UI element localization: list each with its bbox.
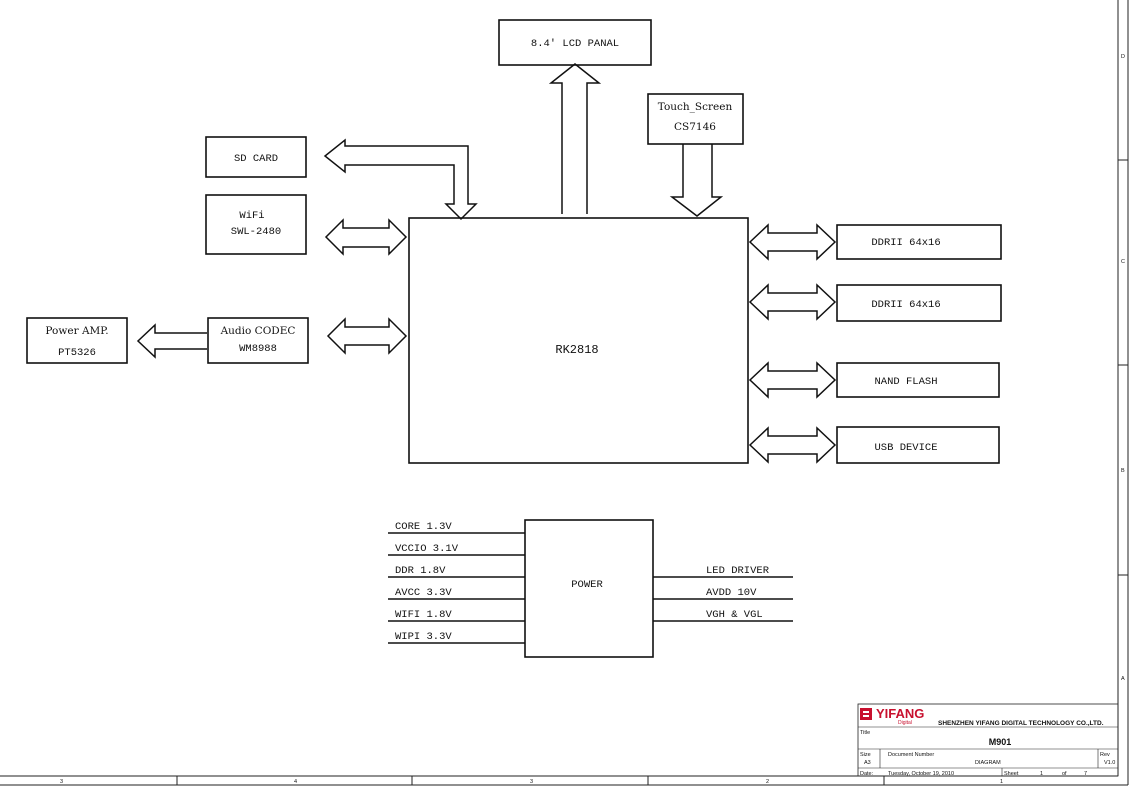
nand-flash-label: NAND FLASH — [874, 376, 937, 388]
lcd-panel-block: 8.4' LCD PANAL — [498, 19, 652, 66]
power-block: POWER CORE 1.3V VCCIO 3.1V DDR 1.8V AVCC… — [388, 519, 793, 658]
sheet-total: 7 — [1084, 771, 1087, 777]
cpu-nand-arrow — [748, 361, 837, 399]
zone-label-right: D — [1121, 54, 1125, 60]
drawing-frame: 3 4 3 2 1 D C B A — [0, 0, 1129, 786]
audio-codec-block: Audio CODEC WM8988 — [207, 317, 309, 364]
drawing-title: M901 — [989, 737, 1012, 747]
usb-device-label: USB DEVICE — [874, 442, 937, 454]
zone-label-right: C — [1121, 259, 1125, 265]
bus-arrows — [136, 63, 837, 464]
zone-label-right: B — [1121, 468, 1125, 474]
company-name: SHENZHEN YIFANG DIGITAL TECHNOLOGY CO.,L… — [938, 720, 1104, 727]
cpu-to-lcd-arrow — [548, 63, 602, 214]
nand-flash-block: NAND FLASH — [836, 362, 1000, 398]
ddr-label-1: DDRII 64x16 — [871, 237, 940, 249]
ddr-label-2: DDRII 64x16 — [871, 299, 940, 311]
zone-label-bottom: 3 — [530, 779, 533, 785]
logo-subtitle: Digital — [898, 720, 912, 726]
zone-label-right: A — [1121, 676, 1125, 682]
cpu-ddr1-arrow — [748, 223, 837, 261]
ddr-block-2: DDRII 64x16 — [836, 284, 1002, 322]
cpu-label: RK2818 — [555, 343, 598, 357]
power-output-label: AVDD 10V — [706, 587, 757, 599]
power-amp-block: Power AMP. PT5326 — [26, 317, 128, 364]
cpu-ddr2-arrow — [748, 283, 837, 321]
size-label: Size — [860, 752, 871, 758]
sheet-of-label: of — [1062, 771, 1067, 777]
wifi-cpu-arrow — [324, 218, 408, 256]
sd-card-block: SD CARD — [205, 136, 307, 178]
zone-label-bottom: 3 — [60, 779, 63, 785]
codec-to-amp-arrow — [136, 323, 207, 359]
sheet-number: 1 — [1040, 771, 1043, 777]
audio-codec-chip-label: WM8988 — [239, 343, 277, 355]
codec-cpu-arrow — [326, 317, 408, 355]
size-value: A3 — [864, 760, 871, 766]
company-logo: YIFANG Digital — [860, 706, 924, 726]
power-label: POWER — [571, 579, 603, 591]
audio-codec-label: Audio CODEC — [220, 325, 296, 337]
zone-label-bottom: 1 — [1000, 779, 1003, 785]
touch-to-cpu-arrow — [669, 144, 724, 217]
power-amp-chip-label: PT5326 — [58, 347, 96, 359]
cpu-usb-arrow — [748, 426, 837, 464]
power-rail-label: DDR 1.8V — [395, 565, 446, 577]
zone-label-bottom: 2 — [766, 779, 769, 785]
power-rail-label: AVCC 3.3V — [395, 587, 452, 599]
usb-device-block: USB DEVICE — [836, 426, 1000, 464]
power-rail-label: WIPI 3.3V — [395, 631, 452, 643]
sd-to-cpu-arrow — [323, 138, 478, 221]
zone-label-bottom: 4 — [294, 779, 297, 785]
wifi-block: WiFi SWL-2480 — [205, 194, 307, 255]
sheet-label: Sheet — [1004, 771, 1019, 777]
power-rail-label: CORE 1.3V — [395, 521, 452, 533]
sd-card-label: SD CARD — [234, 153, 278, 165]
touch-screen-label: Touch_Screen — [658, 101, 733, 113]
ddr-block-1: DDRII 64x16 — [836, 224, 1002, 260]
lcd-panel-label: 8.4' LCD PANAL — [531, 38, 619, 50]
power-output-label: VGH & VGL — [706, 609, 763, 621]
cpu-block: RK2818 — [408, 217, 749, 464]
power-output-label: LED DRIVER — [706, 565, 770, 577]
date-label: Date: — [860, 771, 874, 777]
power-rail-label: WIFI 1.8V — [395, 609, 452, 621]
wifi-chip-label: SWL-2480 — [231, 226, 281, 238]
wifi-label: WiFi — [239, 210, 264, 222]
document-number-label: Document Number — [888, 752, 934, 758]
power-rail-label: VCCIO 3.1V — [395, 543, 459, 555]
touch-screen-block: Touch_Screen CS7146 — [647, 93, 744, 145]
power-amp-label: Power AMP. — [45, 325, 108, 337]
rev-value: V1.0 — [1104, 760, 1115, 766]
rev-label: Rev — [1100, 752, 1110, 758]
logo-wordmark: YIFANG — [876, 706, 924, 721]
title-label: Title — [860, 730, 870, 736]
document-number-value: DIAGRAM — [975, 760, 1001, 766]
title-block: YIFANG Digital SHENZHEN YIFANG DIGITAL T… — [857, 703, 1119, 777]
touch-screen-chip-label: CS7146 — [674, 121, 716, 133]
date-value: Tuesday, October 19, 2010 — [888, 771, 954, 777]
